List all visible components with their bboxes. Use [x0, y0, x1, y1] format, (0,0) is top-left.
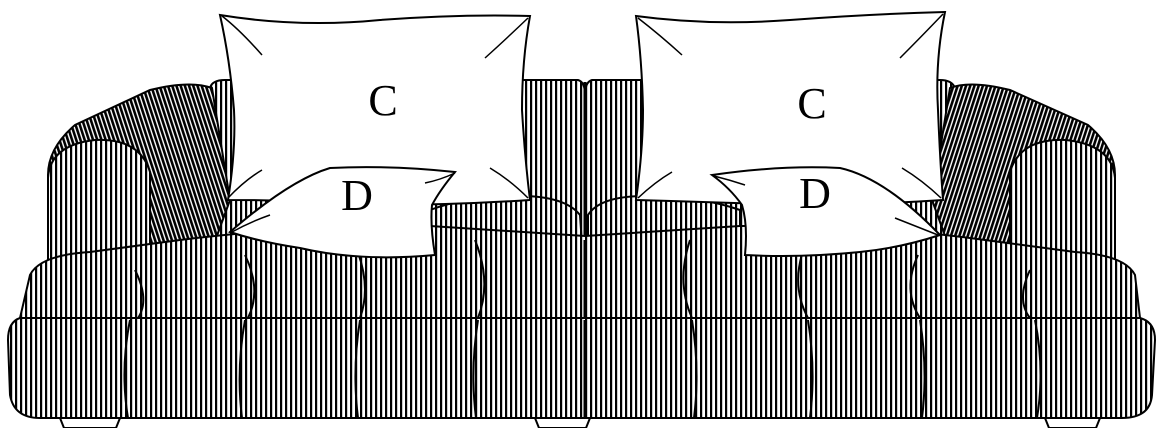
sofa-feet: [58, 417, 1102, 428]
pillow-c-left-shape: [218, 13, 532, 207]
pillow-label: D: [799, 169, 831, 218]
pillow-d-right: D: [709, 166, 942, 257]
seat-front: [6, 317, 1157, 419]
pillow-c-left: C: [218, 13, 532, 207]
pillow-label: C: [797, 79, 826, 128]
pillow-d-left: D: [228, 166, 457, 259]
seat: [6, 224, 1157, 419]
pillow-label: D: [341, 171, 373, 220]
pillow-label: C: [368, 76, 397, 125]
armrest-left-front: [47, 138, 151, 270]
seat-surface: [18, 224, 1142, 319]
foot-center: [533, 417, 592, 428]
pillow-c-right-shape: [634, 10, 947, 207]
pillow-d-right-shape: [709, 166, 942, 257]
foot-left: [58, 417, 122, 428]
pillow-d-left-shape: [228, 166, 457, 259]
armrests: [46, 83, 1117, 270]
armrest-right-front: [1009, 138, 1116, 270]
pillow-c-right: C: [634, 10, 947, 207]
foot-right: [1043, 417, 1102, 428]
